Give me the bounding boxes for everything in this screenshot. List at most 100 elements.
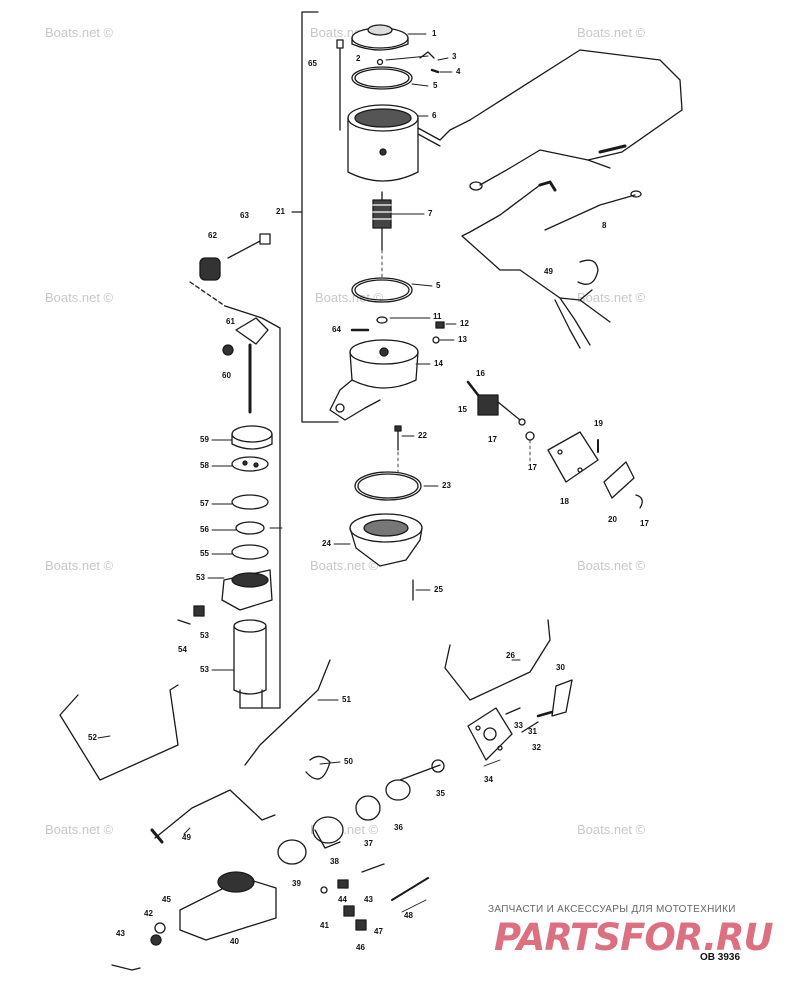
part-2 bbox=[376, 58, 384, 66]
callout: 45 bbox=[162, 895, 171, 904]
watermark: Boats.net © bbox=[577, 558, 646, 573]
callout: 44 bbox=[338, 895, 347, 904]
callout: 46 bbox=[356, 943, 365, 952]
part-61-bushing bbox=[199, 257, 221, 281]
watermark: Boats.net © bbox=[315, 290, 384, 305]
brand-logo: PARTSFOR.RU bbox=[494, 916, 774, 959]
callout: 63 bbox=[240, 211, 249, 220]
callout: 22 bbox=[418, 431, 427, 440]
callout: 39 bbox=[292, 879, 301, 888]
part-12 bbox=[435, 321, 445, 329]
part-26-tube bbox=[444, 619, 551, 701]
part-47-bolt bbox=[391, 877, 429, 901]
watermark: Boats.net © bbox=[45, 822, 114, 837]
part-48-tube bbox=[154, 789, 276, 839]
callout: 60 bbox=[222, 371, 231, 380]
callout: 64 bbox=[332, 325, 341, 334]
watermark: Boats.net © bbox=[45, 558, 114, 573]
callout: 26 bbox=[506, 651, 515, 660]
callout: 32 bbox=[532, 743, 541, 752]
part-58 bbox=[231, 425, 273, 450]
part-11 bbox=[376, 316, 388, 324]
part-34-body bbox=[467, 707, 513, 761]
callout: 20 bbox=[608, 515, 617, 524]
part-53-fitting bbox=[177, 605, 205, 625]
part-14-endcap bbox=[329, 339, 419, 421]
part-38 bbox=[312, 816, 344, 849]
callout: 43 bbox=[364, 895, 373, 904]
callout: 4 bbox=[456, 67, 461, 76]
callout: 47 bbox=[374, 927, 383, 936]
callout: 21 bbox=[276, 207, 285, 216]
callout: 8 bbox=[602, 221, 607, 230]
part-43-bolt bbox=[361, 863, 385, 873]
callout: 15 bbox=[458, 405, 467, 414]
callout: 24 bbox=[322, 539, 331, 548]
callout: 1 bbox=[432, 29, 437, 38]
part-23-oring bbox=[354, 471, 422, 501]
part-30 bbox=[551, 679, 573, 717]
callout: 2 bbox=[356, 54, 361, 63]
part-24-pump bbox=[349, 513, 423, 567]
callout: 6 bbox=[432, 111, 437, 120]
part-57 bbox=[231, 456, 269, 472]
callout: 38 bbox=[330, 857, 339, 866]
callout: 3 bbox=[452, 52, 457, 61]
callout: 43 bbox=[116, 929, 125, 938]
bracket-65 bbox=[189, 281, 281, 709]
callout: 7 bbox=[428, 209, 433, 218]
callout: 59 bbox=[200, 435, 209, 444]
callout: 16 bbox=[476, 369, 485, 378]
callout: 11 bbox=[433, 312, 442, 321]
leader-lines bbox=[97, 33, 521, 913]
construction-lines bbox=[381, 249, 531, 473]
callout: 19 bbox=[594, 419, 603, 428]
part-5-ring bbox=[351, 66, 413, 90]
part-18-plate bbox=[547, 431, 599, 483]
part-41 bbox=[320, 886, 328, 894]
callout: 37 bbox=[364, 839, 373, 848]
callout: 58 bbox=[200, 461, 209, 470]
branding-tagline: ЗАПЧАСТИ И АКСЕССУАРЫ ДЛЯ МОТОТЕХНИКИ bbox=[488, 904, 736, 915]
callout: 49 bbox=[544, 267, 553, 276]
part-44 bbox=[337, 879, 349, 889]
part-52-cylinder bbox=[233, 619, 267, 709]
part-32 bbox=[521, 721, 539, 733]
part-17-clip bbox=[635, 494, 643, 509]
part-7-armature bbox=[372, 191, 392, 251]
part-40-housing bbox=[179, 871, 277, 941]
diagram-code: OB 3936 bbox=[700, 952, 741, 963]
part-60-clevis bbox=[222, 317, 269, 356]
callout: 53 bbox=[200, 665, 209, 674]
part-13 bbox=[432, 336, 440, 344]
callout: 61 bbox=[226, 317, 235, 326]
part-50-tube bbox=[244, 659, 331, 766]
callout: 51 bbox=[342, 695, 351, 704]
part-36-piston bbox=[385, 764, 441, 801]
callout: 17 bbox=[640, 519, 649, 528]
callout: 18 bbox=[560, 497, 569, 506]
callout: 17 bbox=[528, 463, 537, 472]
part-20-bracket bbox=[603, 461, 635, 499]
callout: 55 bbox=[200, 549, 209, 558]
part-1-cap bbox=[351, 24, 409, 51]
callout: 34 bbox=[484, 775, 493, 784]
callout: 14 bbox=[434, 359, 443, 368]
callout: 56 bbox=[200, 525, 209, 534]
part-56 bbox=[231, 494, 269, 510]
part-55 bbox=[235, 521, 265, 535]
part-51-tube bbox=[59, 684, 179, 781]
part-39 bbox=[277, 839, 307, 865]
part-62-bolt bbox=[227, 233, 271, 259]
callout: 33 bbox=[514, 721, 523, 730]
callout: 54 bbox=[178, 645, 187, 654]
callout: 41 bbox=[320, 921, 329, 930]
callout: 31 bbox=[528, 727, 537, 736]
part-54 bbox=[231, 544, 269, 560]
wire-harness-8 bbox=[461, 49, 683, 349]
part-45 bbox=[343, 905, 355, 917]
callout: 36 bbox=[394, 823, 403, 832]
part-4 bbox=[430, 68, 440, 74]
